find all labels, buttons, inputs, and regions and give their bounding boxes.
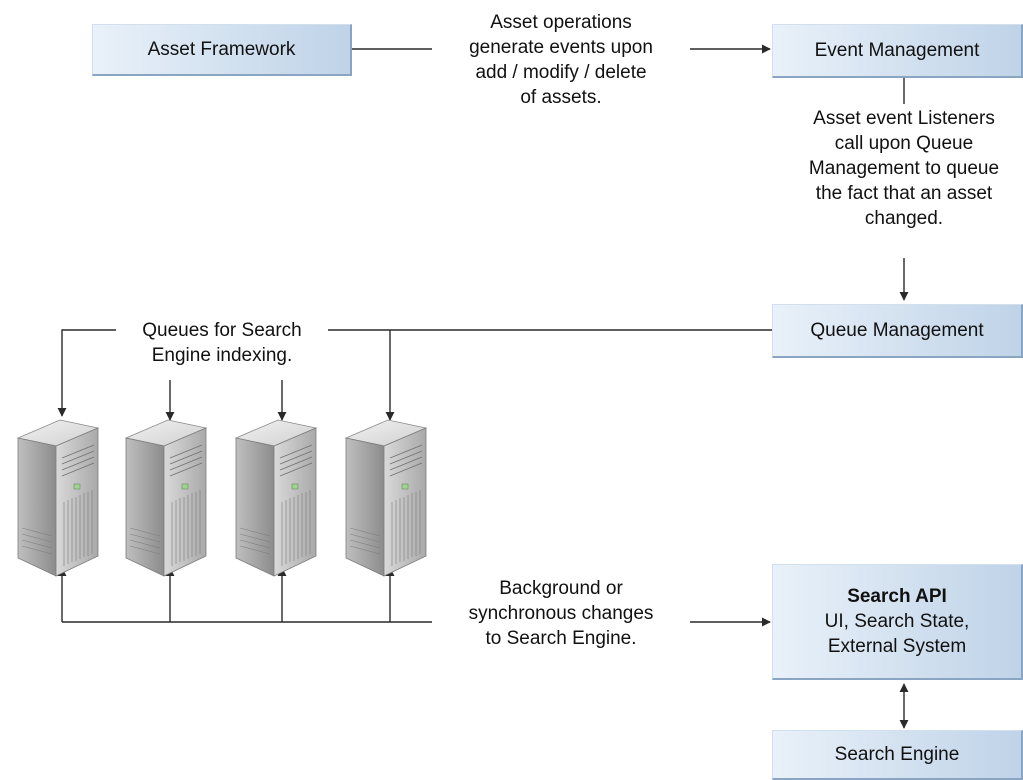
asset-framework-box: Asset Framework [92, 24, 352, 76]
search-engine-label: Search Engine [834, 744, 960, 765]
event-management-box: Event Management [772, 24, 1023, 78]
server-tower-icon [16, 418, 100, 578]
search-api-line2: External System [827, 636, 967, 657]
asset-event-listeners-note: Asset event Listeners call upon Queue Ma… [780, 106, 1023, 231]
server-tower-icon [124, 418, 208, 578]
search-api-box: Search API UI, Search State, External Sy… [772, 564, 1023, 680]
asset-operations-note: Asset operations generate events upon ad… [432, 10, 690, 110]
background-changes-note: Background or synchronous changes to Sea… [432, 576, 690, 651]
event-management-label: Event Management [814, 40, 980, 61]
queue-management-label: Queue Management [810, 320, 984, 341]
search-api-line1: UI, Search State, [824, 611, 970, 632]
asset-framework-label: Asset Framework [147, 39, 296, 60]
search-engine-box: Search Engine [772, 730, 1023, 780]
connector-queue-left [57, 329, 116, 417]
queue-management-box: Queue Management [772, 304, 1023, 358]
server-tower-icon [234, 418, 318, 578]
server-tower-icon [344, 418, 428, 578]
queues-for-search-note: Queues for Search Engine indexing. [116, 318, 328, 368]
search-api-title: Search API [847, 586, 947, 607]
